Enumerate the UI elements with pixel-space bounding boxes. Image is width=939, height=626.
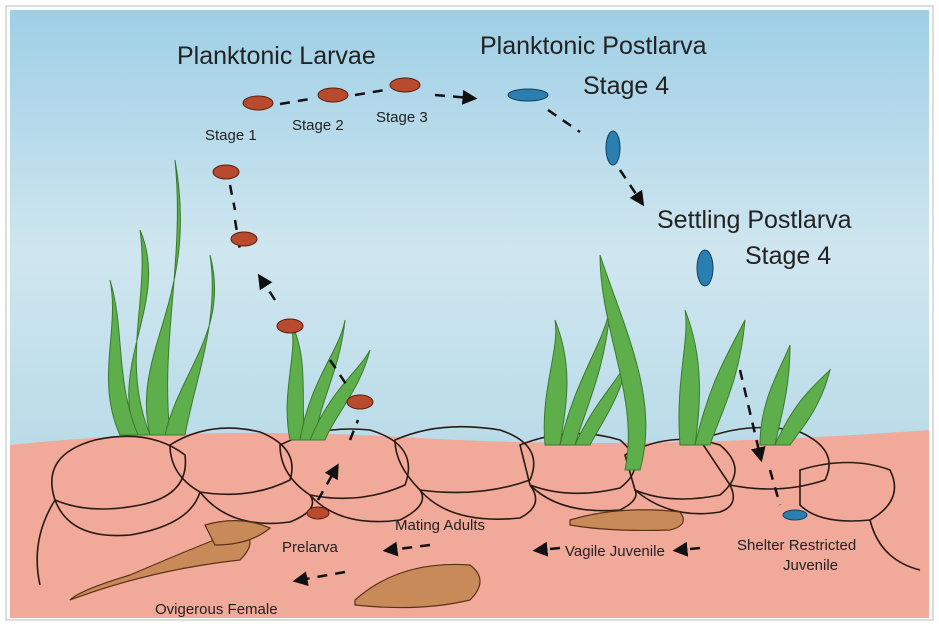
label-prelarva: Prelarva (282, 539, 339, 556)
label-mating-adults: Mating Adults (395, 517, 485, 534)
label-stage-1: Stage 1 (205, 127, 257, 144)
prelarva-figure (307, 507, 329, 519)
larva (277, 319, 303, 333)
label-planktonic-larvae: Planktonic Larvae (177, 42, 376, 70)
shelter-juvenile-figure (783, 510, 807, 520)
planktonic-postlarva-figure (508, 89, 548, 101)
label-settling-postlarva-stage: Stage 4 (745, 242, 831, 270)
larva (231, 232, 257, 246)
label-planktonic-postlarva: Planktonic Postlarva (480, 32, 707, 60)
larva (347, 395, 373, 409)
label-shelter-restricted: Shelter Restricted (737, 537, 856, 554)
label-settling-postlarva: Settling Postlarva (657, 206, 852, 234)
label-vagile-juvenile: Vagile Juvenile (565, 543, 665, 560)
label-ovigerous-female: Ovigerous Female (155, 601, 278, 618)
larva-stage2 (318, 88, 348, 102)
label-planktonic-postlarva-stage: Stage 4 (583, 72, 669, 100)
larva-stage3 (390, 78, 420, 92)
postlarva-figure (606, 131, 620, 165)
label-stage-2: Stage 2 (292, 117, 344, 134)
settling-postlarva-figure (697, 250, 713, 286)
larva (213, 165, 239, 179)
larva-stage1 (243, 96, 273, 110)
label-juvenile: Juvenile (783, 557, 838, 574)
label-stage-3: Stage 3 (376, 109, 428, 126)
